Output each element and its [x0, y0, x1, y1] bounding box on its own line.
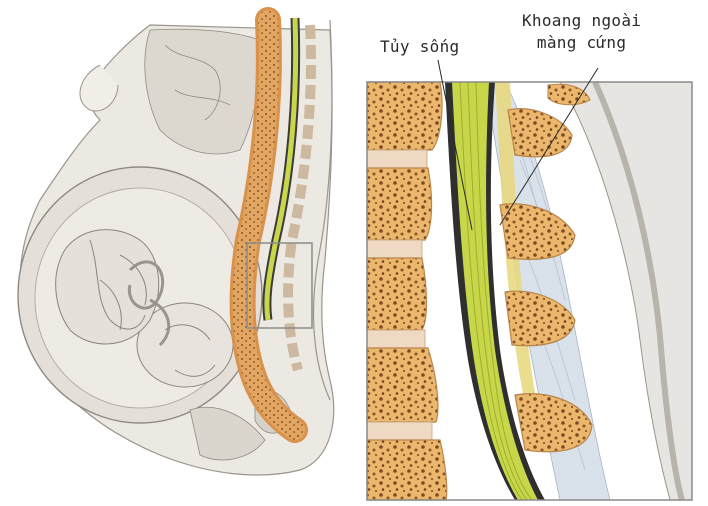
- lumbar-spine-closeup: [367, 82, 692, 500]
- label-epidural-space: Khoang ngoài màng cứng: [520, 10, 643, 54]
- label-spinal-cord: Tủy sống: [378, 37, 461, 57]
- label-epidural-line1: Khoang ngoài: [522, 10, 641, 32]
- pregnant-woman-sagittal-section: [18, 18, 334, 475]
- label-epidural-line2: màng cứng: [522, 32, 641, 54]
